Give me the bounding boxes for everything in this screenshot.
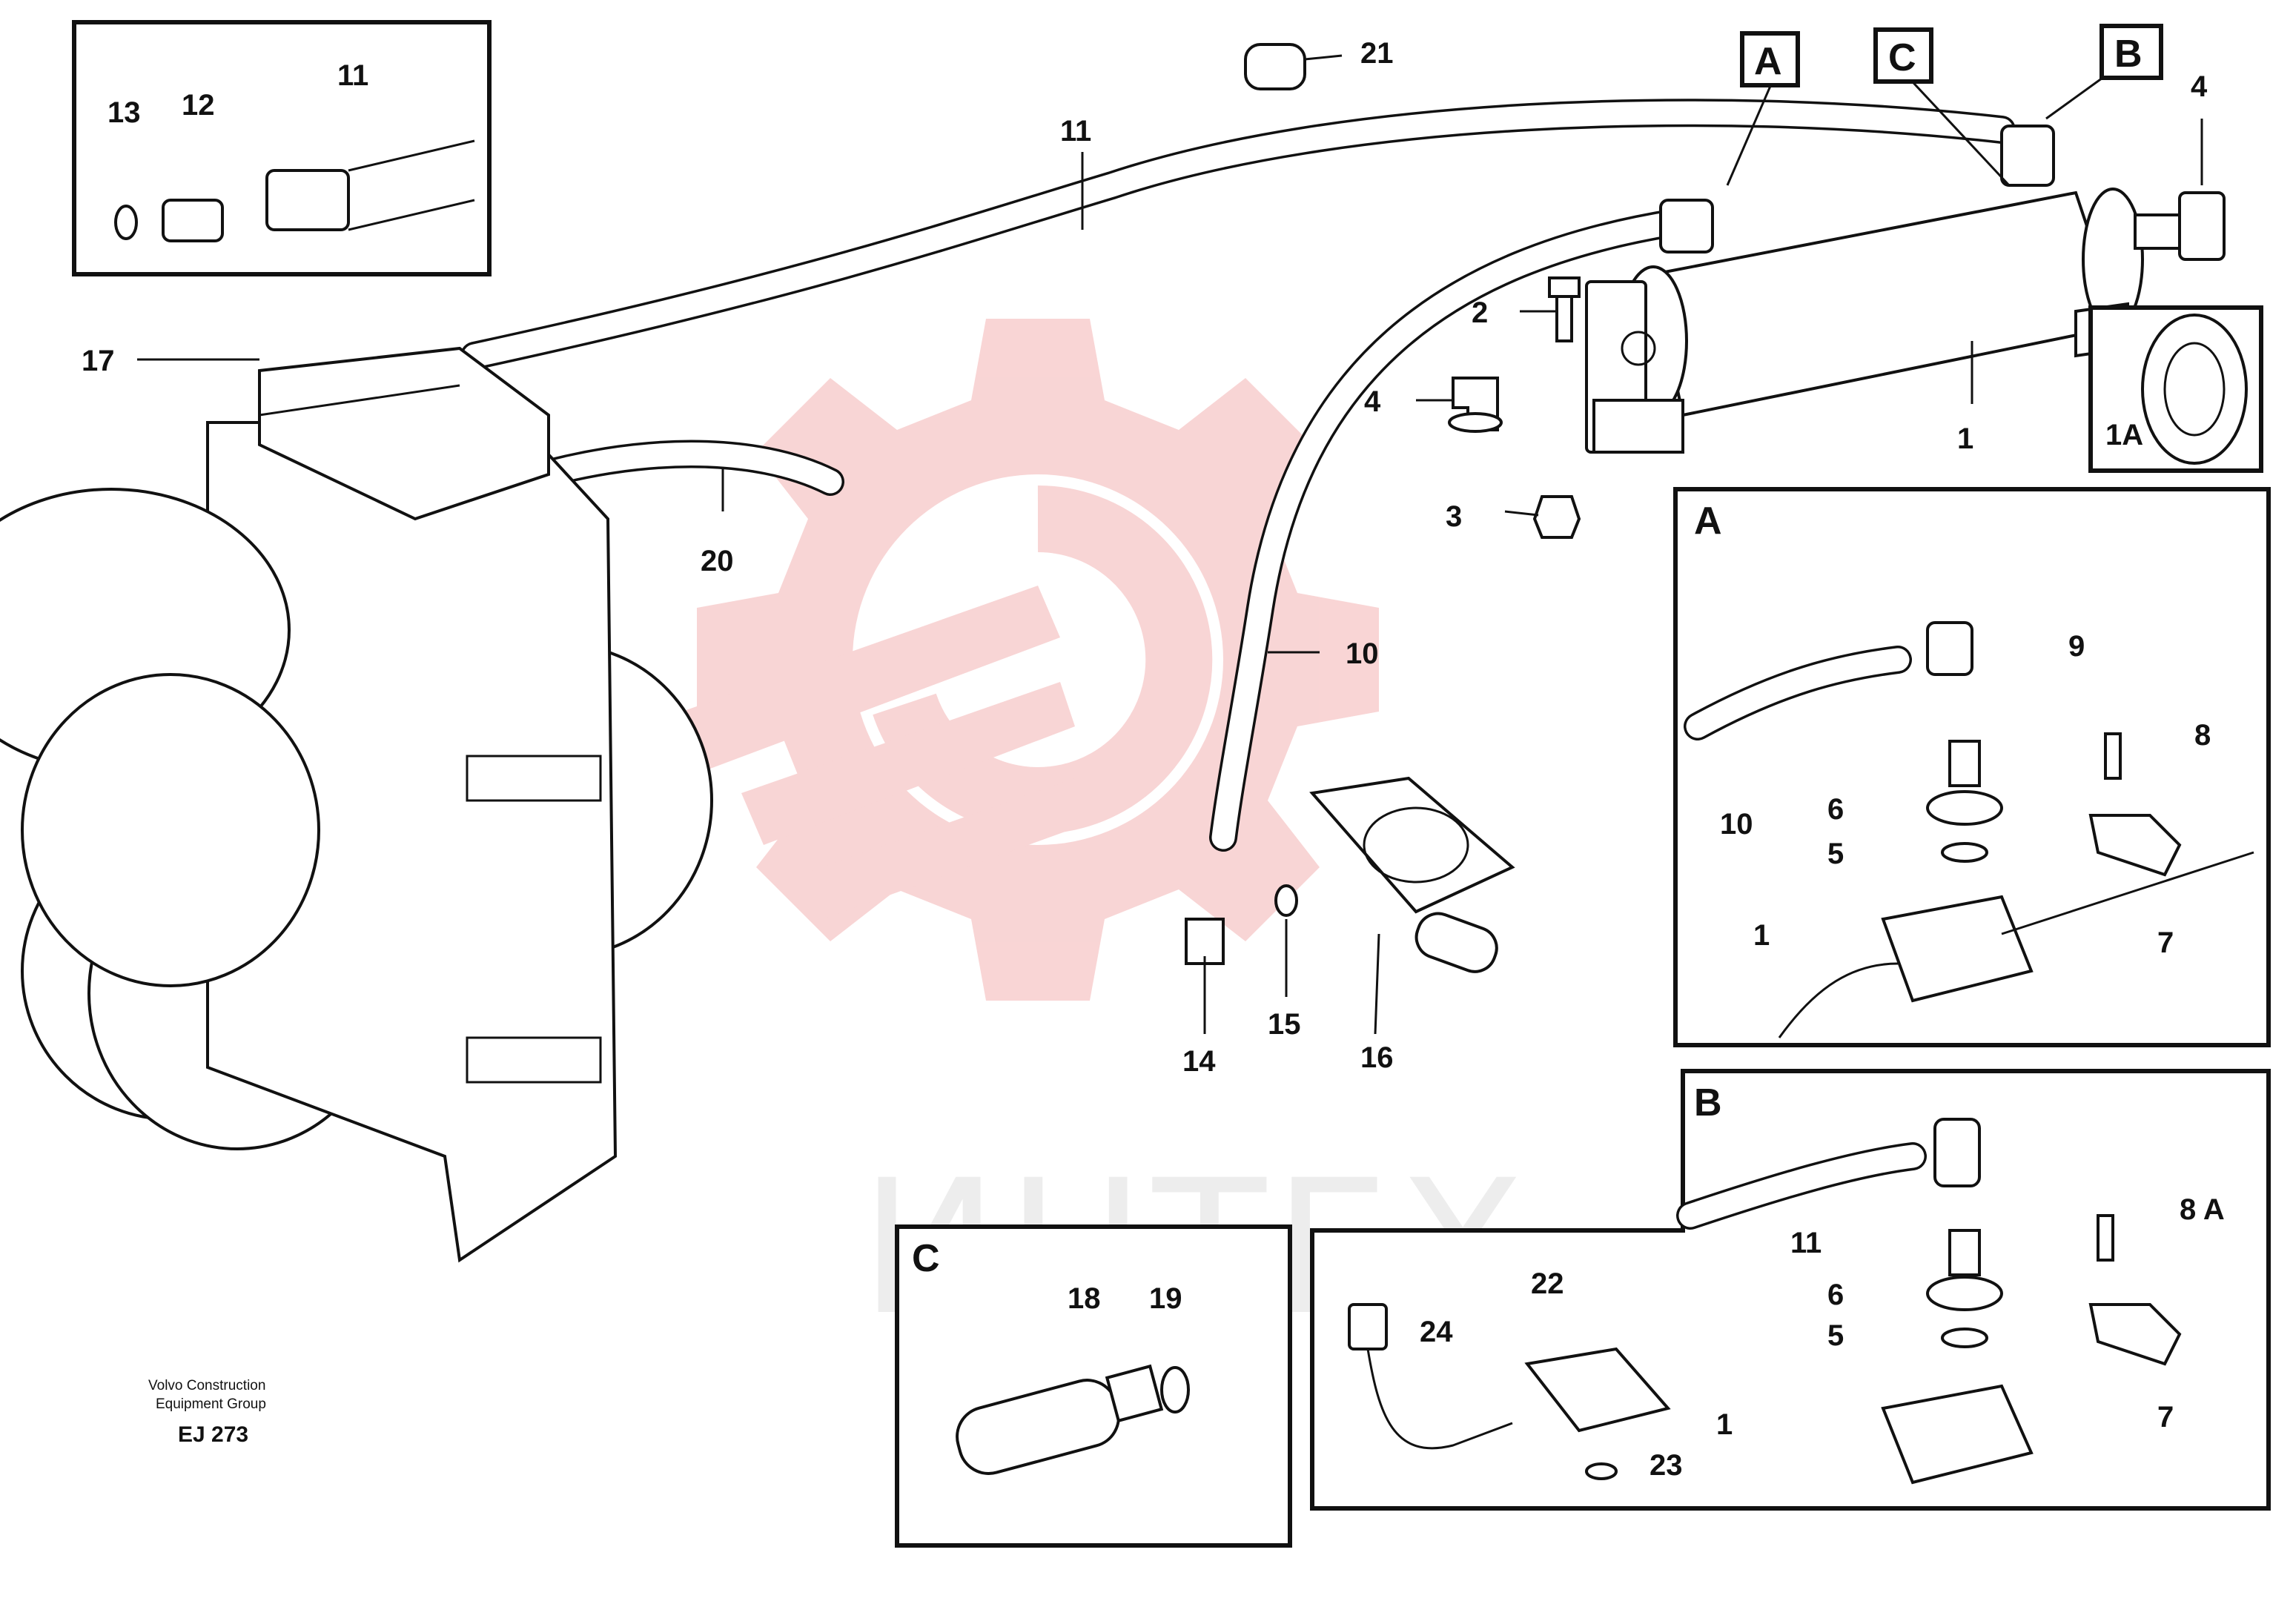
callout-17: 17 — [82, 345, 115, 377]
inset-1a-flange — [2088, 305, 2263, 473]
detail-c-title: C — [912, 1237, 940, 1280]
hose-10 — [1209, 208, 1690, 852]
callout-14: 14 — [1182, 1045, 1216, 1078]
detail-b-label-11: 11 — [1790, 1227, 1822, 1259]
callout-4-elbow: 4 — [1364, 385, 1381, 418]
detail-b: B 11 8 A 6 22 5 24 7 1 23 — [1310, 1069, 2271, 1511]
drawing-code: EJ 273 — [178, 1422, 248, 1447]
valve-16 — [1309, 776, 1515, 973]
callout-3: 3 — [1446, 500, 1462, 533]
detail-a-label-6: 6 — [1827, 793, 1844, 826]
credit-line-1: Volvo Construction — [148, 1378, 265, 1393]
callout-11: 11 — [1060, 115, 1091, 148]
fitting-4-tee — [2134, 191, 2226, 261]
fitting-a-elbow — [1659, 199, 1714, 253]
detail-b-label-22: 22 — [1531, 1267, 1564, 1300]
fitting-3 — [1532, 495, 1581, 539]
detail-a-label-9: 9 — [2068, 630, 2085, 663]
detail-b-label-1: 1 — [1716, 1408, 1733, 1441]
reference-c-label: C — [1888, 36, 1916, 79]
callout-11-inset: 11 — [337, 59, 368, 92]
callout-10: 10 — [1346, 637, 1379, 670]
callout-20: 20 — [701, 545, 734, 577]
fitting-21-clip — [1244, 43, 1306, 90]
detail-b-label-8a: 8 A — [2180, 1193, 2225, 1226]
detail-b-label-24: 24 — [1420, 1316, 1453, 1348]
callout-1: 1 — [1957, 422, 1973, 455]
callout-16: 16 — [1360, 1041, 1394, 1074]
reference-b-label: B — [2114, 33, 2143, 76]
detail-a-label-8: 8 — [2194, 719, 2211, 752]
hose-11 — [460, 99, 2016, 370]
detail-c-label-19: 19 — [1149, 1282, 1182, 1315]
callout-2: 2 — [1472, 296, 1488, 329]
credit-block: Volvo Construction Equipment Group EJ 27… — [148, 1378, 266, 1447]
detail-a: A 9 8 10 6 5 7 1 — [1673, 487, 2271, 1047]
detail-a-title: A — [1694, 500, 1722, 543]
detail-b-label-6: 6 — [1827, 1279, 1844, 1311]
reference-a: A — [1740, 31, 1800, 87]
detail-a-label-1: 1 — [1753, 919, 1770, 952]
fitting-4-elbow — [1448, 377, 1503, 433]
hose-20 — [505, 440, 844, 496]
fitting-b-elbow — [2000, 125, 2055, 187]
callout-12: 12 — [182, 89, 215, 122]
callout-13: 13 — [107, 96, 141, 129]
fitting-2 — [1548, 276, 1581, 342]
detail-c-label-18: 18 — [1068, 1282, 1101, 1315]
detail-a-label-5: 5 — [1827, 838, 1844, 870]
callout-21: 21 — [1360, 37, 1394, 70]
credit-line-2: Equipment Group — [156, 1396, 266, 1412]
oil-cooler — [1585, 188, 2144, 454]
reference-c: C — [1873, 27, 1933, 84]
detail-a-label-10: 10 — [1720, 808, 1753, 841]
callout-15: 15 — [1268, 1008, 1301, 1041]
inset-fittings — [72, 20, 492, 276]
detail-a-label-7: 7 — [2157, 927, 2174, 959]
detail-b-label-5: 5 — [1827, 1319, 1844, 1352]
detail-b-title: B — [1694, 1081, 1722, 1124]
detail-b-label-7: 7 — [2157, 1401, 2174, 1434]
callout-4-tee: 4 — [2191, 70, 2208, 103]
reference-a-label: A — [1754, 40, 1782, 83]
transmission-housing — [0, 346, 713, 1263]
washer-15 — [1274, 884, 1298, 917]
detail-c: C 18 19 — [895, 1224, 1292, 1548]
fitting-14 — [1185, 918, 1225, 965]
detail-b-label-23: 23 — [1650, 1449, 1683, 1482]
reference-b: B — [2100, 24, 2163, 80]
callout-1a: 1A — [2105, 419, 2143, 451]
